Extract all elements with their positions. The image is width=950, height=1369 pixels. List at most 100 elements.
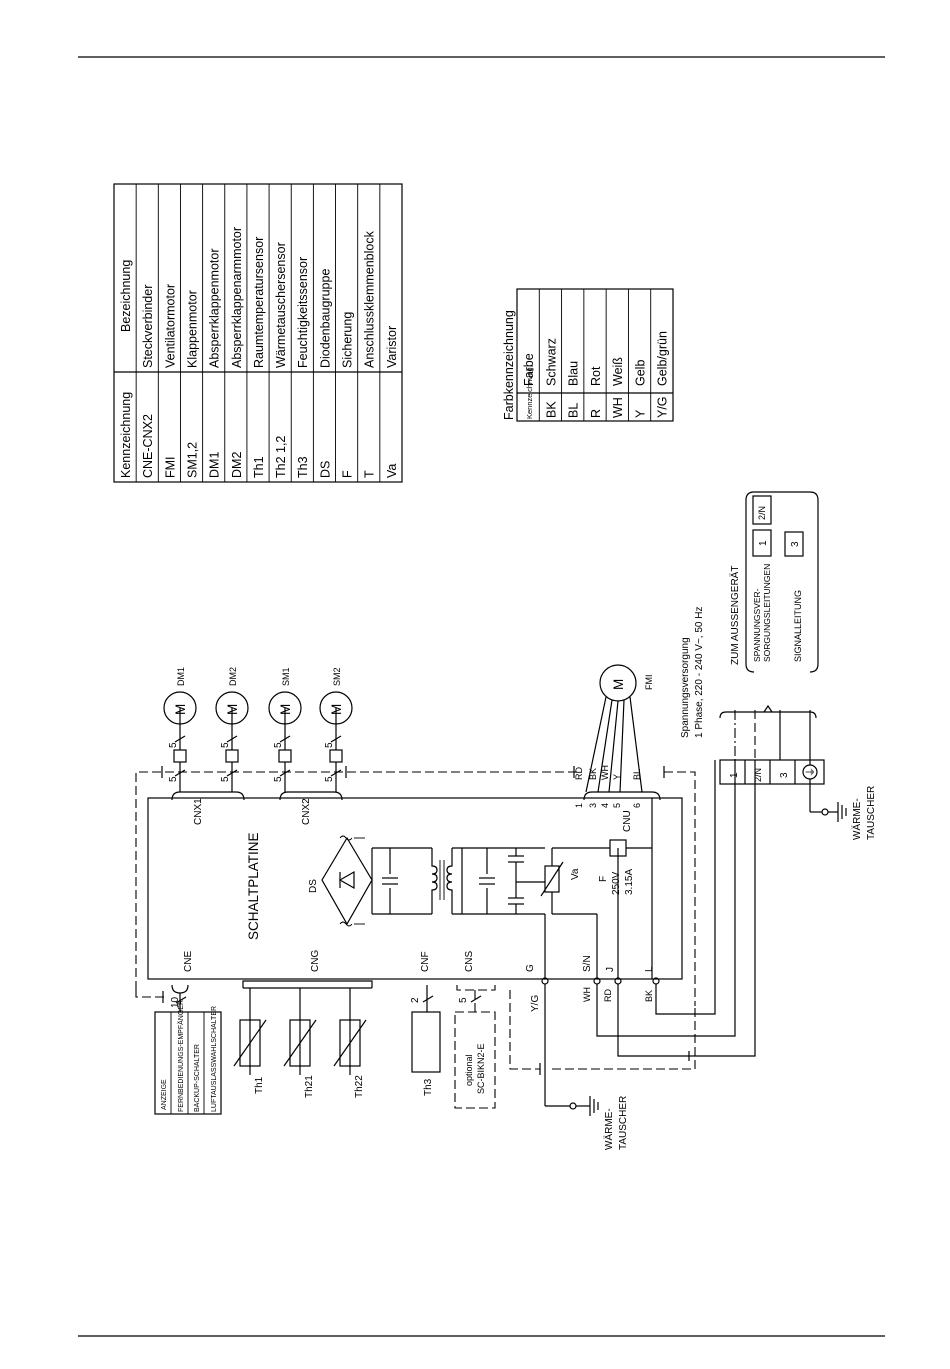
terminal-block: 1 2/N 3 ⏚ WÄRME- TAUSCHER xyxy=(719,704,877,840)
color-name: Blau xyxy=(567,361,581,386)
cnu-pin-label: 5 xyxy=(612,803,622,808)
board-connector-labels: CNX1 CNX2 CNU CNE CNG CNF CNS G S/N J L … xyxy=(183,798,655,972)
legend-code: Th3 xyxy=(296,456,310,478)
svg-text:M: M xyxy=(225,704,240,715)
fuse-label-v: 250V xyxy=(611,871,622,895)
outdoor-term-2n: 2/N xyxy=(757,506,767,520)
sn-label: S/N xyxy=(582,955,593,972)
cnu-wire-label: WH xyxy=(600,765,610,780)
sm2-pin-count-2: 5 xyxy=(324,776,335,782)
supply-line-2: 1 Phase, 220 - 240 V~, 50 Hz xyxy=(694,607,705,738)
cnx2-label: CNX2 xyxy=(301,798,312,825)
svg-text:M: M xyxy=(173,704,188,715)
fmi-label: FMI xyxy=(644,675,654,691)
color-name: Rot xyxy=(589,366,603,386)
outdoor-signal-label: SIGNALLEITUNG xyxy=(793,590,803,662)
outdoor-term-3: 3 xyxy=(790,541,801,547)
svg-text:M: M xyxy=(278,704,293,715)
color-name: Weiß xyxy=(611,357,625,386)
cne-pin-count: 10 xyxy=(170,996,181,1008)
va-label: Va xyxy=(570,868,581,880)
legend-name: Sicherung xyxy=(341,312,355,368)
supply-line-1: Spannungsversorgung xyxy=(680,637,691,738)
terminal-1: 1 xyxy=(729,772,740,778)
legend-name: Raumtemperatursensor xyxy=(252,237,266,368)
rd-label: RD xyxy=(603,989,613,1002)
cnu-wire-label: BK xyxy=(588,768,598,780)
cnu-wire-label: RD xyxy=(574,767,584,780)
color-code: Y/G xyxy=(656,396,670,418)
display-line-2: FERNBEDIENUNGS-EMPFÄNGER xyxy=(177,1000,185,1112)
color-table-title: Farbkennzeichnung xyxy=(502,310,516,420)
thermistor-th1: Th1 xyxy=(233,1019,267,1094)
legend-code: Va xyxy=(385,464,399,478)
legend-code: F xyxy=(341,470,355,478)
top-connectors xyxy=(171,791,661,801)
display-box: ANZEIGE FERNBEDIENUNGS-EMPFÄNGER BACKUP-… xyxy=(154,1000,222,1115)
legend-code: T xyxy=(363,470,377,478)
bottom-wiring: 10 2 5 Y/G WH RD BK xyxy=(135,760,756,1110)
legend-name: Absperrklappenarmmotor xyxy=(230,227,244,368)
legend-name: Steckverbinder xyxy=(141,285,155,368)
ds-label: DS xyxy=(308,879,319,893)
legend-header-code: Kennzeichnung xyxy=(119,392,133,478)
terminal-2n: 2/N xyxy=(753,768,763,782)
th21-label: Th21 xyxy=(304,1075,315,1098)
display-line-3: BACKUP-SCHALTER xyxy=(194,1044,201,1112)
outdoor-supply-label-2: SORGUNGSLEITUNGEN xyxy=(762,564,772,662)
terminal-earth: ⏚ xyxy=(805,767,817,777)
color-code: Y xyxy=(633,409,647,418)
dm2-label: DM2 xyxy=(228,667,238,686)
color-code: BK xyxy=(544,401,558,418)
dm1-pin-count: 5 xyxy=(168,742,179,748)
motor-dm1: M DM1 xyxy=(163,667,197,725)
cnf-pin-count: 2 xyxy=(410,997,421,1003)
color-header-code: Kennzeichnung xyxy=(525,367,534,419)
legend-name: Ventilatormotor xyxy=(163,284,177,368)
dm1-pin-count-2: 5 xyxy=(168,776,179,782)
legend-name: Wärmetauschersensor xyxy=(274,242,288,368)
cnu-pin-label: 3 xyxy=(588,803,598,808)
board-title: SCHALTPLATINE xyxy=(246,832,261,940)
legend-name: Absperrklappenmotor xyxy=(208,248,222,368)
th1-label: Th1 xyxy=(254,1076,265,1094)
optional-label: optional xyxy=(464,1054,474,1086)
cnu-wire-label: BL xyxy=(632,769,642,780)
humidity-sensor-th3: Th3 xyxy=(411,1011,441,1096)
cnu-pin-label: 4 xyxy=(600,803,610,808)
wh-label: WH xyxy=(582,987,592,1002)
cne-label: CNE xyxy=(183,951,194,972)
j-label: J xyxy=(605,967,616,972)
outdoor-supply-label-1: SPANNUNGSVER- xyxy=(752,588,762,662)
legend-code: Th2 1,2 xyxy=(274,436,288,478)
bk-label: BK xyxy=(644,990,654,1002)
legend-code: DS xyxy=(318,461,332,478)
exchanger-line-1-right: WÄRME- xyxy=(851,798,863,840)
fuse-label-f: F xyxy=(598,876,609,882)
control-board xyxy=(147,797,683,980)
dm2-pin-count: 5 xyxy=(220,742,231,748)
legend-code: DM2 xyxy=(230,452,244,478)
g-label: G xyxy=(525,964,536,972)
legend-name: Feuchtigkeitssensor xyxy=(296,257,310,368)
outdoor-unit-info: ZUM AUSSENGERÄT SPANNUNGSVER- SORGUNGSLE… xyxy=(729,491,819,673)
motor-wiring: 5 5 5 5 5 5 5 5 xyxy=(168,708,343,792)
fuse-label-a: 3.15A xyxy=(624,869,635,895)
motor-sm1: M SM1 xyxy=(268,667,302,725)
legend-header-name: Bezeichnung xyxy=(119,260,133,332)
legend-code: CNE-CNX2 xyxy=(141,414,155,478)
exchanger-line-2-bottom: TAUSCHER xyxy=(618,1096,629,1150)
color-code: R xyxy=(589,409,603,418)
legend-code: FMI xyxy=(163,456,177,478)
cnu-label: CNU xyxy=(622,810,633,832)
cnx1-label: CNX1 xyxy=(193,798,204,825)
cns-pin-count: 5 xyxy=(458,997,469,1003)
diode-bridge xyxy=(321,836,373,926)
cnu-pin-label: 6 xyxy=(632,803,642,808)
color-name: Gelb/grün xyxy=(656,331,670,386)
legend-name: Diodenbaugruppe xyxy=(318,269,332,368)
legend-name: Klappenmotor xyxy=(185,290,199,368)
exchanger-line-2-right: TAUSCHER xyxy=(866,786,877,840)
